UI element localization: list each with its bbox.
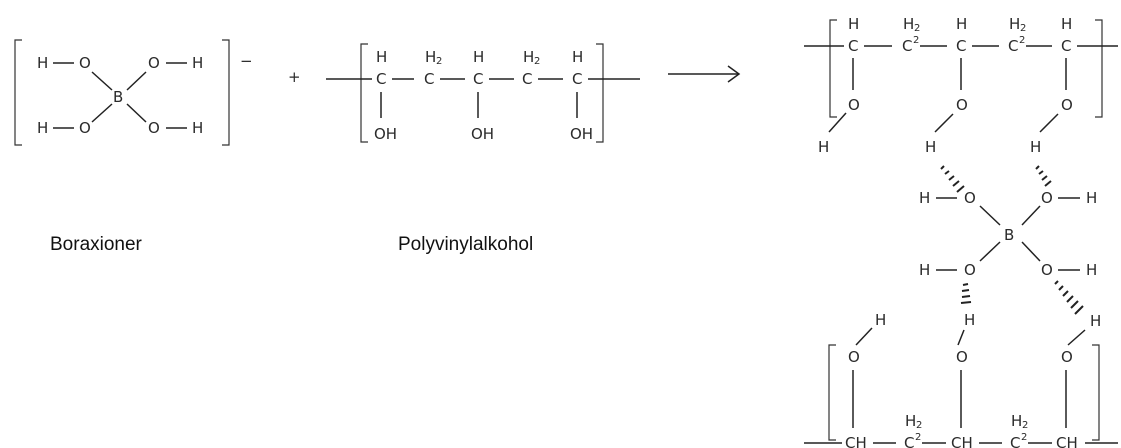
atom-o: O: [148, 119, 160, 137]
ch-group: CH: [845, 434, 867, 448]
atom-o: O: [964, 189, 976, 207]
atom-h: H: [1011, 412, 1022, 430]
atom-h: H: [192, 54, 203, 72]
atom-c: C: [904, 434, 914, 448]
atom-h: H: [523, 48, 534, 66]
atom-h: H: [1086, 261, 1097, 279]
atom-b: B: [113, 88, 123, 106]
subscript-2: 2: [436, 56, 442, 67]
atom-c: C: [522, 70, 532, 88]
subscript-2: 2: [1020, 23, 1026, 34]
right-bracket: [1095, 19, 1103, 118]
pva-chain: H C H 2 C H C H 2 C H C OH OH OH: [326, 43, 640, 143]
atom-o: O: [1061, 348, 1073, 366]
left-bracket: [360, 43, 368, 143]
atom-h: H: [903, 15, 914, 33]
subscript-2: 2: [534, 56, 540, 67]
subscript-2: 2: [913, 35, 919, 46]
atom-h: H: [1030, 138, 1041, 156]
hydroxyl-group: OH: [570, 125, 593, 143]
atom-h: H: [848, 15, 859, 33]
atom-h: H: [919, 261, 930, 279]
subscript-2: 2: [916, 420, 922, 431]
atom-h: H: [919, 189, 930, 207]
atom-c: C: [1010, 434, 1020, 448]
atom-h: H: [925, 138, 936, 156]
atom-o: O: [964, 261, 976, 279]
atom-h: H: [37, 119, 48, 137]
atom-o: O: [848, 348, 860, 366]
atom-h: H: [37, 54, 48, 72]
subscript-2: 2: [1022, 420, 1028, 431]
atom-h: H: [905, 412, 916, 430]
atom-c: C: [956, 37, 966, 55]
atom-h: H: [1086, 189, 1097, 207]
ch-group: CH: [1056, 434, 1078, 448]
hydroxyl-group: OH: [471, 125, 494, 143]
pva-caption: Polyvinylalkohol: [398, 234, 533, 255]
atom-c: C: [902, 37, 912, 55]
atom-c: C: [572, 70, 582, 88]
ch-group: CH: [951, 434, 973, 448]
atom-h: H: [425, 48, 436, 66]
atom-c: C: [473, 70, 483, 88]
atom-o: O: [956, 96, 968, 114]
atom-o: O: [148, 54, 160, 72]
atom-h: H: [875, 311, 886, 329]
atom-c: C: [424, 70, 434, 88]
atom-h: H: [956, 15, 967, 33]
hydrogen-bond: [1054, 280, 1084, 315]
atom-o: O: [1061, 96, 1073, 114]
borax-caption: Boraxioner: [50, 234, 143, 255]
atom-c: C: [1008, 37, 1018, 55]
right-bracket: [596, 43, 604, 143]
right-bracket: [1092, 344, 1100, 441]
atom-o: O: [79, 54, 91, 72]
atom-o: O: [956, 348, 968, 366]
left-bracket: [828, 344, 836, 441]
plus-sign: +: [288, 68, 301, 86]
atom-h: H: [818, 138, 829, 156]
subscript-2: 2: [1021, 432, 1027, 443]
atom-h: H: [964, 311, 975, 329]
atom-c: C: [1061, 37, 1071, 55]
crosslinked-product: H C H 2 C 2 H C H 2 C 2 H C O O O H H H: [804, 15, 1118, 448]
atom-o: O: [1041, 261, 1053, 279]
atom-o: O: [79, 119, 91, 137]
reaction-arrow: [668, 65, 741, 83]
right-bracket: [222, 39, 230, 146]
hydrogen-bond: [940, 165, 965, 193]
atom-h: H: [1090, 312, 1101, 330]
atom-b: B: [1004, 226, 1014, 244]
atom-h: H: [1009, 15, 1020, 33]
hydrogen-bond: [1035, 165, 1052, 187]
ion-charge: −: [240, 52, 253, 70]
left-bracket: [829, 19, 837, 118]
subscript-2: 2: [915, 432, 921, 443]
left-bracket: [14, 39, 22, 146]
subscript-2: 2: [914, 23, 920, 34]
atom-h: H: [192, 119, 203, 137]
atom-h: H: [473, 48, 484, 66]
hydrogen-bond: [960, 283, 972, 304]
atom-o: O: [848, 96, 860, 114]
hydroxyl-group: OH: [374, 125, 397, 143]
atom-h: H: [1061, 15, 1072, 33]
atom-c: C: [848, 37, 858, 55]
subscript-2: 2: [1019, 35, 1025, 46]
atom-h: H: [572, 48, 583, 66]
atom-o: O: [1041, 189, 1053, 207]
atom-c: C: [376, 70, 386, 88]
atom-h: H: [376, 48, 387, 66]
borate-ion: − H O H O B O H O H: [14, 39, 253, 146]
